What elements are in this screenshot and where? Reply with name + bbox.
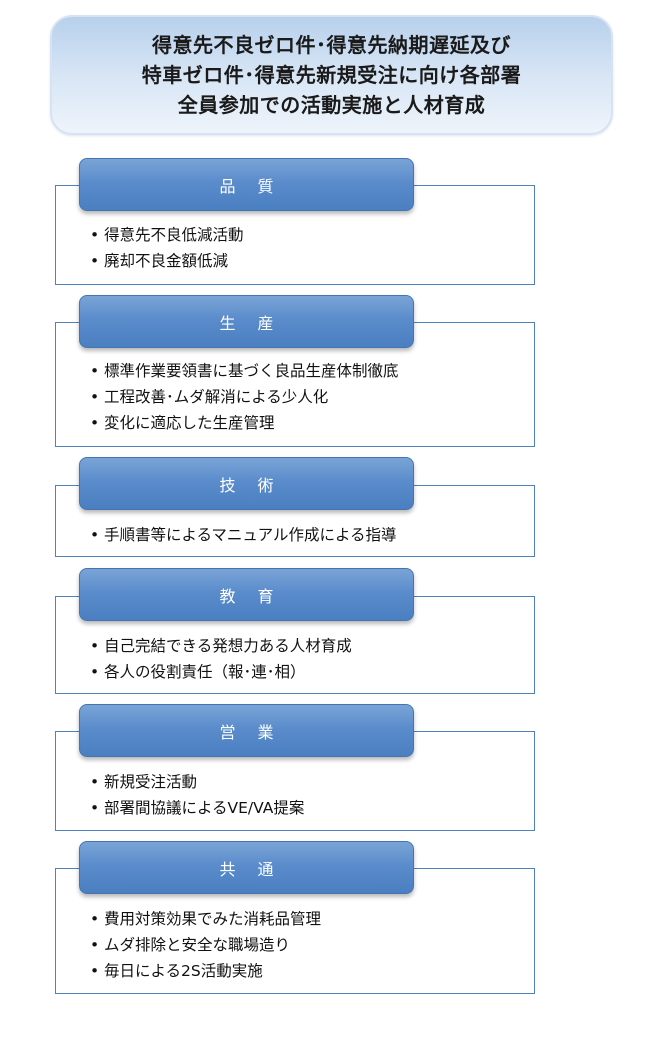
title-line: 全員参加での活動実施と人材育成 [177, 93, 486, 117]
list-item: 工程改善･ムダ解消による少人化 [90, 384, 534, 410]
section-production: 生産 標準作業要領書に基づく良品生産体制徹底 工程改善･ムダ解消による少人化 変… [55, 295, 535, 447]
list-item: 各人の役割責任（報･連･相） [90, 659, 534, 685]
section-header-production: 生産 [79, 295, 414, 348]
title-line: 特車ゼロ件･得意先新規受注に向け各部署 [141, 63, 522, 87]
section-header-common: 共通 [79, 841, 414, 894]
list-item: 変化に適応した生産管理 [90, 410, 534, 436]
section-common: 共通 費用対策効果でみた消耗品管理 ムダ排除と安全な職場造り 毎日による2S活動… [55, 841, 535, 994]
list-item: ムダ排除と安全な職場造り [90, 932, 534, 958]
list-item: 新規受注活動 [90, 769, 534, 795]
section-sales: 営業 新規受注活動 部署間協議によるVE/VA提案 [55, 704, 535, 831]
title-banner: 得意先不良ゼロ件･得意先納期遅延及び 特車ゼロ件･得意先新規受注に向け各部署 全… [50, 15, 613, 135]
list-item: 廃却不良金額低減 [90, 248, 534, 274]
section-header-education: 教育 [79, 568, 414, 621]
title-line: 得意先不良ゼロ件･得意先納期遅延及び [152, 33, 511, 57]
list-item: 部署間協議によるVE/VA提案 [90, 795, 534, 821]
list-item: 得意先不良低減活動 [90, 222, 534, 248]
section-header-technology: 技術 [79, 457, 414, 510]
section-education: 教育 自己完結できる発想力ある人材育成 各人の役割責任（報･連･相） [55, 568, 535, 694]
section-header-quality: 品質 [79, 158, 414, 211]
section-quality: 品質 得意先不良低減活動 廃却不良金額低減 [55, 158, 535, 285]
list-item: 手順書等によるマニュアル作成による指導 [90, 522, 534, 548]
section-technology: 技術 手順書等によるマニュアル作成による指導 [55, 457, 535, 557]
list-item: 自己完結できる発想力ある人材育成 [90, 633, 534, 659]
list-item: 標準作業要領書に基づく良品生産体制徹底 [90, 358, 534, 384]
section-header-sales: 営業 [79, 704, 414, 757]
list-item: 毎日による2S活動実施 [90, 958, 534, 984]
list-item: 費用対策効果でみた消耗品管理 [90, 906, 534, 932]
